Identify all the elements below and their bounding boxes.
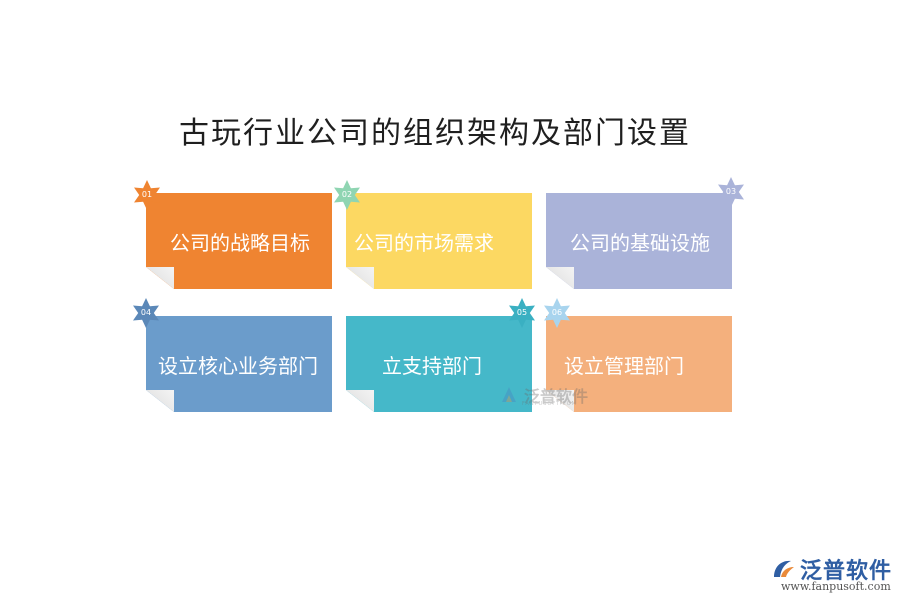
star-badge-icon [544,298,570,328]
card-fold [346,390,374,412]
badge-number: 03 [725,187,737,196]
card-core-business-dept: 设立核心业务部门 [146,316,332,412]
card-strategic-goals: 公司的战略目标 [146,193,332,289]
brand-url: www.fanpusoft.com [781,580,891,593]
card-label: 设立核心业务部门 [158,353,318,378]
star-badge-icon [133,298,159,328]
badge-04: 04 [131,298,161,328]
brand-logo-icon [774,560,794,577]
badge-number: 01 [141,190,153,199]
badge-05: 05 [507,298,537,328]
card-label: 公司的市场需求 [354,230,494,255]
card-label: 公司的战略目标 [170,230,310,255]
badge-number: 04 [140,308,152,317]
card-market-demand: 公司的市场需求 [346,193,532,289]
card-label: 公司的基础设施 [570,230,710,255]
card-label: 立支持部门 [382,353,482,378]
badge-06: 06 [542,298,572,328]
brand-name: 泛普软件 [800,559,893,584]
star-badge-icon [134,180,160,210]
watermark-logo-icon [502,387,516,402]
star-badge-icon [334,180,360,210]
badge-number: 05 [516,308,528,317]
badge-02: 02 [332,180,362,210]
badge-number: 02 [341,190,353,199]
card-support-dept: 立支持部门 [346,316,532,412]
star-badge-icon [718,177,744,207]
card-infrastructure: 公司的基础设施 [546,193,732,289]
watermark: 泛普软件 FANPUSOFT.COM [498,383,588,407]
card-label: 设立管理部门 [564,353,684,378]
badge-03: 03 [716,177,746,207]
watermark-text: 泛普软件 [524,387,589,406]
brand-logo: 泛普软件 [771,553,892,585]
badge-number: 06 [551,308,563,317]
badge-01: 01 [132,180,162,210]
watermark-subtext: FANPUSOFT.COM [522,401,577,407]
page-title: 古玩行业公司的组织架构及部门设置 [179,116,691,151]
star-badge-icon [509,298,535,328]
card-management-dept: 设立管理部门 [546,316,732,412]
